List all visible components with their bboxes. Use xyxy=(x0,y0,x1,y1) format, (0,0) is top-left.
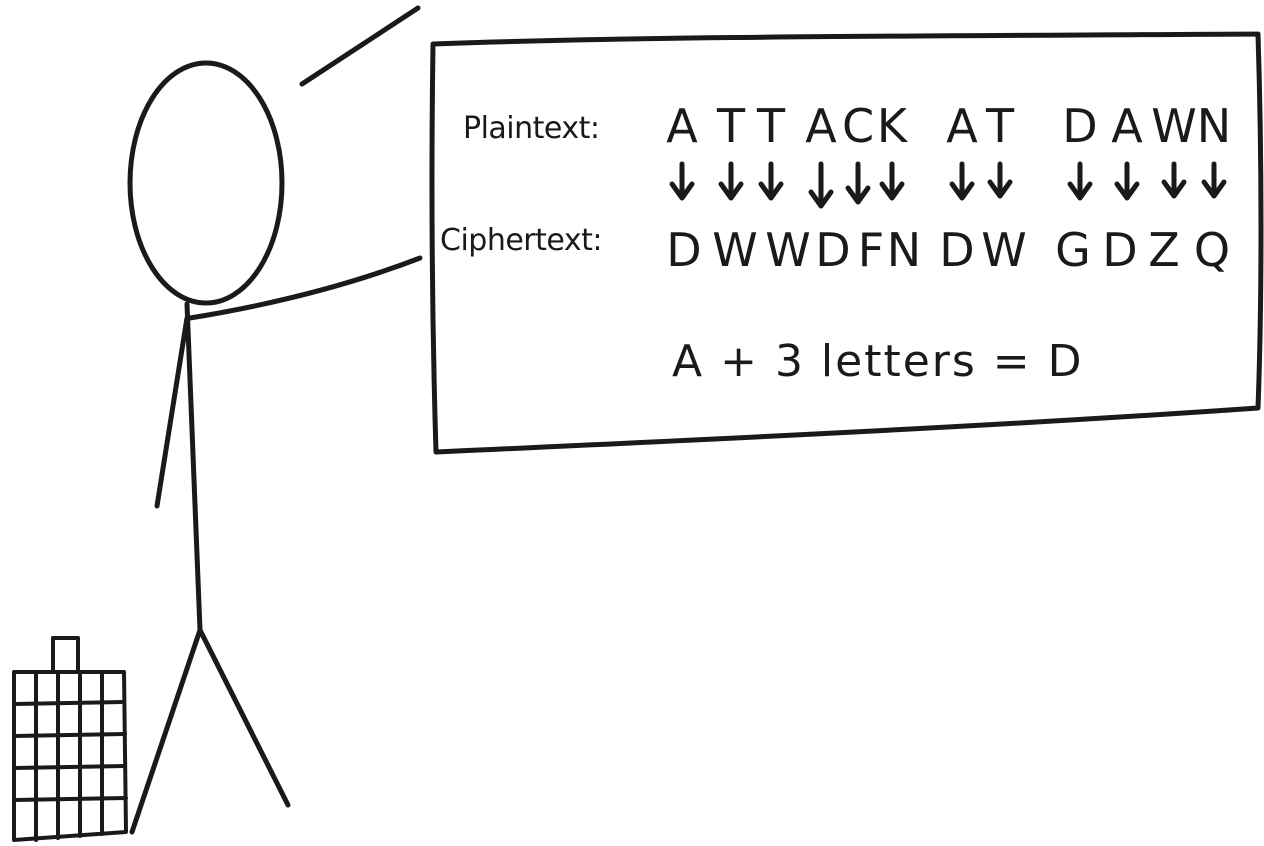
figure-left-leg xyxy=(129,627,203,835)
ciphertext-letter: W xyxy=(981,223,1026,277)
ciphertext-letter: D xyxy=(815,223,850,277)
plaintext-letter: K xyxy=(877,99,909,153)
pointer-line xyxy=(299,5,421,87)
stick-figure xyxy=(127,60,423,835)
plaintext-letter: T xyxy=(985,99,1015,153)
mapping-arrows xyxy=(669,161,1227,209)
figure-right-leg xyxy=(197,627,291,808)
down-arrow-icon xyxy=(949,161,975,201)
plaintext-letter: A xyxy=(946,99,978,153)
whiteboard xyxy=(429,31,1264,455)
plaintext-letter: D xyxy=(1062,99,1097,153)
ciphertext-letters: D W W D F N D W G D Z Q xyxy=(666,223,1230,277)
figure-right-arm xyxy=(187,255,423,321)
plaintext-letter: N xyxy=(1197,99,1231,153)
ciphertext-letter: W xyxy=(712,223,757,277)
plaintext-letter: T xyxy=(716,99,746,153)
figure-head xyxy=(127,60,285,306)
plaintext-label: Plaintext: xyxy=(463,111,599,146)
down-arrow-icon xyxy=(808,161,834,209)
building-icon xyxy=(12,636,128,842)
plaintext-letter: A xyxy=(666,99,698,153)
plaintext-letters: A T T A C K A T D A W N xyxy=(666,99,1231,153)
down-arrow-icon xyxy=(1114,161,1140,201)
down-arrow-icon xyxy=(845,161,871,205)
ciphertext-letter: N xyxy=(887,223,921,277)
ciphertext-letter: G xyxy=(1055,223,1091,277)
plaintext-letter: A xyxy=(805,99,837,153)
down-arrow-icon xyxy=(1201,161,1227,199)
figure-body xyxy=(184,301,203,633)
down-arrow-icon xyxy=(879,161,905,201)
cipher-formula: A + 3 letters = D xyxy=(672,336,1084,387)
plaintext-letter: T xyxy=(756,99,786,153)
down-arrow-icon xyxy=(669,161,695,201)
figure-left-arm xyxy=(154,315,190,509)
plaintext-letter: C xyxy=(842,99,874,153)
ciphertext-letter: F xyxy=(858,223,884,277)
ciphertext-letter: W xyxy=(765,223,810,277)
plaintext-letter: W xyxy=(1151,99,1196,153)
ciphertext-letter: D xyxy=(666,223,701,277)
down-arrow-icon xyxy=(1067,161,1093,201)
ciphertext-label: Ciphertext: xyxy=(440,223,602,258)
down-arrow-icon xyxy=(758,161,784,201)
ciphertext-letter: D xyxy=(1102,223,1137,277)
down-arrow-icon xyxy=(718,161,744,201)
ciphertext-letter: Q xyxy=(1194,223,1230,277)
ciphertext-letter: Z xyxy=(1148,223,1180,277)
plaintext-letter: A xyxy=(1111,99,1143,153)
ciphertext-letter: D xyxy=(939,223,974,277)
down-arrow-icon xyxy=(987,161,1013,199)
down-arrow-icon xyxy=(1161,161,1187,199)
